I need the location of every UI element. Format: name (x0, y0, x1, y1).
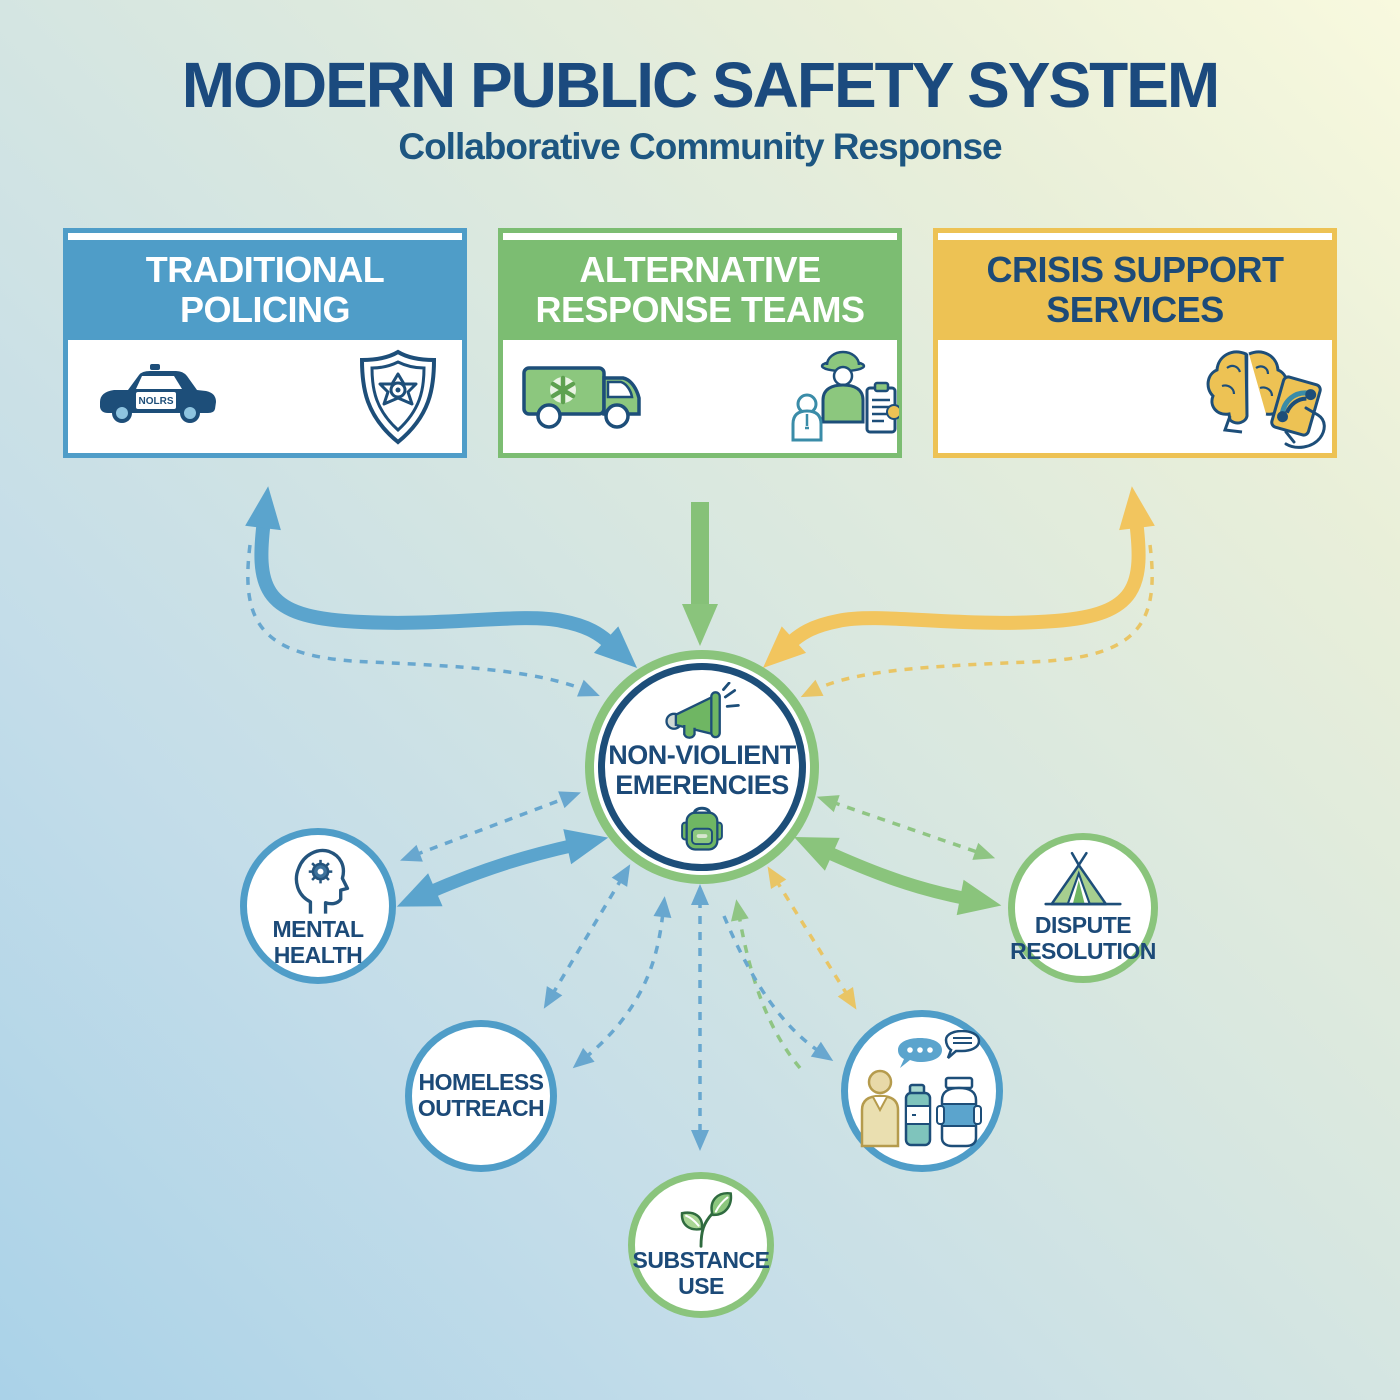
page-title: MODERN PUBLIC SAFETY SYSTEM (181, 49, 1220, 121)
center-node-non-violent-emergencies: NON-VIOLIENT EMERENCIES (598, 663, 806, 871)
arrow-homeless-center-curved-dashed (572, 896, 672, 1069)
box-alternative-response: ALTERNATIVE RESPONSE TEAMS (498, 228, 902, 458)
megaphone-icon (665, 681, 740, 739)
arrow-center-dispute-solid (793, 837, 1002, 916)
box-alternative-response-header: ALTERNATIVE RESPONSE TEAMS (503, 240, 897, 340)
arrow-crisis-to-center-dashed (800, 544, 1154, 698)
node-mental-health: MENTAL HEALTH (240, 828, 396, 984)
box-title-line: SERVICES (1046, 289, 1224, 330)
node-homeless-outreach: HOMELESS OUTREACH (405, 1020, 557, 1172)
node-label-line: OUTREACH (417, 1095, 545, 1121)
box-crisis-support-body (938, 340, 1332, 452)
box-traditional-policing: TRADITIONAL POLICING NOLRS (63, 228, 467, 458)
backpack-icon (681, 806, 723, 851)
head-gear-icon (294, 849, 350, 914)
node-label-line: MENTAL (272, 916, 364, 943)
box-title-line: ALTERNATIVE (579, 248, 821, 290)
arrow-center-dispute-dashed (816, 795, 996, 860)
arrow-crisis-to-center-solid (762, 486, 1155, 668)
center-label-line2: EMERENCIES (615, 770, 789, 800)
box-crisis-support: CRISIS SUPPORT SERVICES (933, 228, 1337, 458)
leaves-icon (680, 1192, 733, 1248)
tent-icon (1044, 852, 1122, 906)
node-label-line: DISPUTE (1034, 912, 1132, 939)
node-substance-use: SUBSTANCE USE (628, 1172, 774, 1318)
node-label-line: RESOLUTION (1010, 938, 1156, 964)
node-dispute-resolution-label: DISPUTE RESOLUTION (1010, 912, 1156, 965)
center-node-outer-ring: NON-VIOLIENT EMERENCIES (585, 650, 819, 884)
box-traditional-policing-body: NOLRS (68, 340, 462, 452)
person-medication-chat-icons (860, 1030, 982, 1148)
node-label-line: HEALTH (273, 942, 363, 968)
brain-phone-hand-icon (1206, 350, 1326, 449)
node-mental-health-label: MENTAL HEALTH (272, 916, 364, 969)
arrow-center-mentalhealth-solid (396, 829, 609, 907)
box-title-line: POLICING (179, 289, 351, 330)
arrow-center-homeless-dashed (543, 864, 631, 1009)
node-case-support (841, 1010, 1003, 1172)
center-label-line1: NON-VIOLIENT (608, 739, 796, 770)
node-homeless-outreach-label: HOMELESS OUTREACH (417, 1069, 545, 1122)
arrow-casesupport-center-curved-green-dashed (730, 899, 802, 1070)
ambulance-van-icon (522, 366, 641, 429)
box-crisis-support-header: CRISIS SUPPORT SERVICES (938, 240, 1332, 340)
arrow-center-mentalhealth-dashed (400, 791, 581, 862)
arrow-center-casesupport-curved-blue-dashed (722, 915, 834, 1061)
box-traditional-policing-header: TRADITIONAL POLICING (68, 240, 462, 340)
center-node-label: NON-VIOLIENT EMERENCIES (608, 740, 796, 800)
box-title-line: TRADITIONAL (145, 248, 385, 290)
page-subtitle: Collaborative Community Response (398, 126, 1002, 167)
box-title-line: RESPONSE TEAMS (535, 289, 865, 330)
node-label-line: SUBSTANCE (632, 1247, 770, 1274)
arrow-policing-to-center-solid (245, 486, 638, 668)
node-label-line: USE (678, 1273, 724, 1299)
node-dispute-resolution: DISPUTE RESOLUTION (1008, 833, 1158, 983)
svg-text:NOLRS: NOLRS (139, 396, 174, 407)
node-label-line: HOMELESS (418, 1069, 544, 1096)
police-badge-icon (359, 349, 437, 445)
responder-clipboard-icon (791, 350, 899, 442)
box-alternative-response-body (503, 340, 899, 452)
box-title-line: CRISIS SUPPORT (986, 248, 1284, 290)
node-substance-use-label: SUBSTANCE USE (632, 1247, 770, 1300)
arrow-center-casesupport-yellow-dashed (767, 866, 857, 1010)
police-car-icon: NOLRS (100, 364, 216, 423)
